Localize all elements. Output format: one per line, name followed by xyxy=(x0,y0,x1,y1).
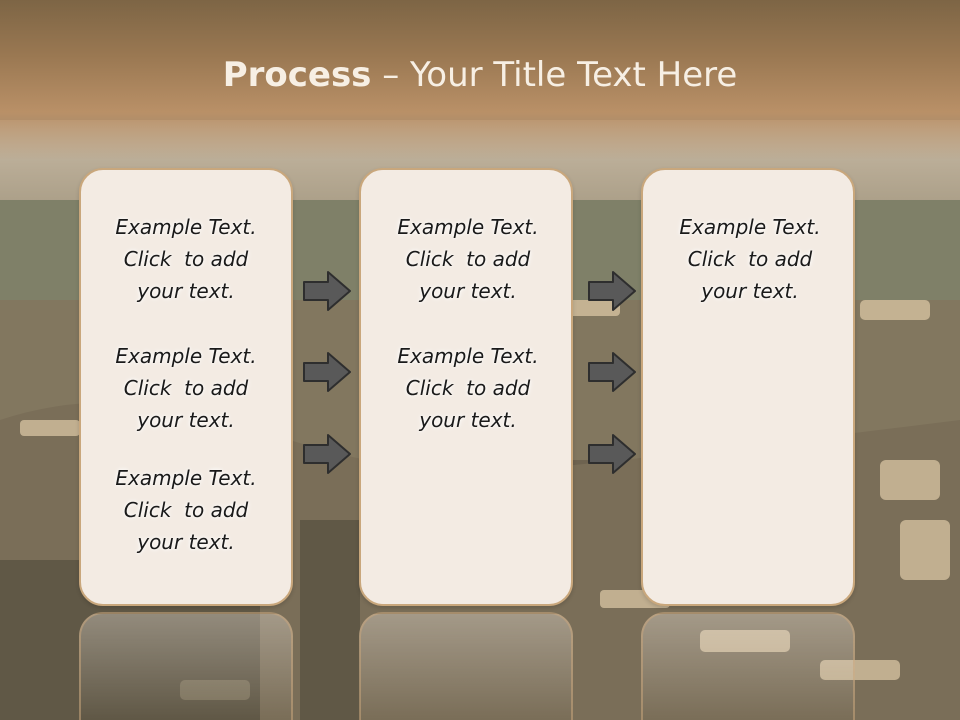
right-arrow-icon xyxy=(303,271,351,311)
box-reflection xyxy=(359,612,573,720)
text-block[interactable]: Example Text. Click to add your text. xyxy=(115,466,257,554)
box-reflection xyxy=(641,612,855,720)
text-block[interactable]: Example Text. Click to add your text. xyxy=(397,215,539,303)
right-arrow-icon xyxy=(303,434,351,474)
right-arrow-icon xyxy=(588,352,636,392)
process-box-3[interactable] xyxy=(641,168,855,606)
right-arrow-icon xyxy=(588,434,636,474)
right-arrow-icon xyxy=(588,271,636,311)
text-block[interactable]: Example Text. Click to add your text. xyxy=(397,344,539,432)
title-rest: – Your Title Text Here xyxy=(371,55,738,95)
text-block[interactable]: Example Text. Click to add your text. xyxy=(115,344,257,432)
process-box-1[interactable] xyxy=(79,168,293,606)
title-bold: Process xyxy=(222,55,372,95)
text-block[interactable]: Example Text. Click to add your text. xyxy=(115,215,257,303)
title-bar xyxy=(0,0,960,160)
text-block[interactable]: Example Text. Click to add your text. xyxy=(679,215,821,303)
slide-title[interactable]: Process – Your Title Text Here xyxy=(0,50,960,100)
process-box-2[interactable] xyxy=(359,168,573,606)
right-arrow-icon xyxy=(303,352,351,392)
box-reflection xyxy=(79,612,293,720)
